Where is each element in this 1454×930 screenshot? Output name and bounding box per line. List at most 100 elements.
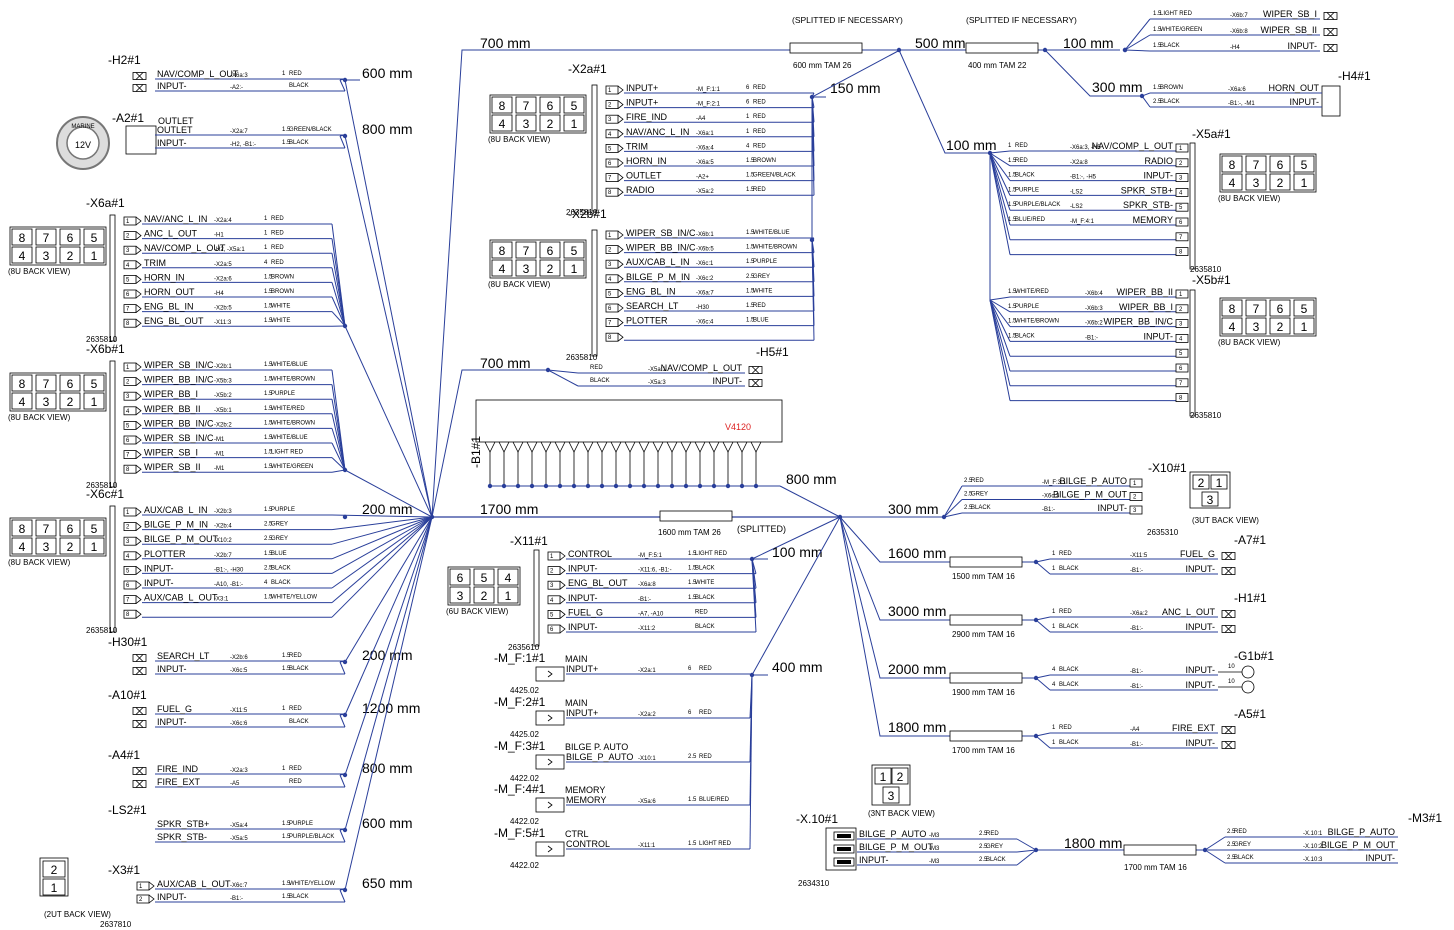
destination: -X2a:6 — [214, 276, 232, 282]
wire-color: WHITE/GREEN — [271, 464, 313, 470]
destination: -B1:-, -H30 — [214, 567, 244, 573]
sleeve-label: 1700 mm TAM 16 — [952, 746, 1015, 755]
module-body — [475, 399, 783, 443]
signal-name: AUX/CAB_L_OUT — [144, 593, 218, 603]
connector-id: -X10#1 — [1148, 461, 1187, 475]
destination: -X2b:4 — [214, 524, 232, 530]
destination: -X2a:3 — [230, 768, 248, 774]
wire-color: RED — [753, 85, 766, 91]
grid-cell — [11, 228, 33, 246]
device-id: -M3#1 — [1408, 811, 1442, 825]
pin-number: 5 — [608, 291, 612, 297]
wire-color: RED — [1015, 143, 1028, 149]
pin-arrow — [135, 245, 142, 255]
pin-cell — [123, 318, 137, 328]
grid-number: 3 — [1253, 176, 1260, 190]
part-number: 4422.02 — [510, 861, 539, 870]
destination: -X2b:5 — [214, 306, 232, 312]
signal-name: FIRE_IND — [626, 112, 668, 122]
pin-number: 3 — [1179, 176, 1183, 182]
destination: -A10, -B1:- — [214, 582, 243, 588]
fuse-arrow — [547, 714, 553, 722]
signal-name: BILGE_P_M_OUT — [1053, 490, 1128, 500]
grid-cell — [11, 537, 33, 555]
fuse-arrow — [547, 801, 553, 809]
gauge: 1.5 — [282, 834, 291, 840]
wire — [344, 135, 433, 518]
fan-wire — [331, 516, 433, 574]
grid-number: 3 — [457, 589, 464, 603]
grid-number: 6 — [457, 571, 464, 585]
gauge: 1.5 — [282, 127, 291, 133]
destination: -X2a:7 — [230, 129, 248, 135]
grid-cell — [515, 259, 537, 277]
pin-number: 5 — [550, 612, 554, 618]
pin-number: 5 — [126, 277, 130, 283]
pin-cell — [123, 420, 137, 430]
pin-arrow — [135, 609, 142, 619]
grid-number: 1 — [880, 770, 887, 784]
pin-cell — [605, 158, 619, 168]
connector-id: -X2a#1 — [568, 62, 607, 76]
pin-arrow — [617, 100, 624, 109]
pin-number: 2 — [550, 569, 554, 575]
gauge: 1.5 — [746, 288, 755, 294]
module-id: -B1#1 — [469, 436, 483, 468]
pin-cell — [123, 391, 137, 401]
fan-wire — [331, 296, 346, 327]
signal-name: INPUT- — [859, 855, 889, 865]
grid-cell — [1269, 155, 1291, 173]
M3-rows: BILGE_P_AUTO-X.10:12.5REDBILGE_P_M_OUT-X… — [1204, 827, 1398, 864]
pin-cell — [123, 377, 137, 387]
splice-dot — [342, 514, 348, 520]
pin-arrow — [617, 245, 624, 254]
grid-number: 4 — [499, 117, 506, 131]
grid-cell — [42, 878, 66, 896]
signal-name: BILGE_P_M_OUT — [859, 842, 934, 852]
signal-name: WIPER_SB_IN/C — [144, 360, 214, 370]
destination: -X.10:2 — [1303, 844, 1323, 850]
wire-color: BLUE/RED — [699, 797, 730, 803]
signal-name: ANC_L_OUT — [1162, 607, 1216, 617]
destination: -X11:1 — [638, 843, 656, 849]
gauge: 4 — [1052, 667, 1056, 673]
signal-name: INPUT- — [1289, 97, 1319, 107]
grid-number: 6 — [67, 231, 74, 245]
pin-cell — [123, 216, 137, 226]
gauge: 1 — [282, 706, 286, 712]
pin-number: 5 — [608, 146, 612, 152]
fuse-body — [535, 754, 565, 770]
gauge: 2.5 — [264, 522, 273, 528]
wire-color: WHITE — [695, 580, 714, 586]
destination: -B1:- — [1085, 335, 1098, 341]
destination: -X2a:5 — [214, 262, 232, 268]
pin-number: 2 — [1179, 307, 1183, 313]
grid-cell — [497, 586, 519, 604]
grid-cell — [539, 114, 561, 132]
destination: -X6c:4 — [696, 320, 714, 326]
fan-wire — [943, 512, 963, 518]
back-view-label: (6U BACK VIEW) — [446, 607, 509, 616]
destination: -M_F:1:1 — [696, 87, 721, 93]
grid-cell — [83, 228, 105, 246]
grid-cell — [59, 246, 81, 264]
signal-name: ENG_BL_IN — [626, 286, 676, 296]
signal-name: SPKR_STB- — [1123, 200, 1173, 210]
fan-wire — [989, 152, 1011, 255]
wire-color: GREEN/BLACK — [753, 173, 796, 179]
grid-number: 2 — [897, 770, 904, 784]
gauge: 1.5 — [264, 507, 273, 513]
wire-color: PURPLE — [1015, 304, 1039, 310]
signal-name: WIPER_SB_I — [144, 448, 198, 458]
plug-mark — [751, 379, 760, 387]
destination: -M1 — [214, 466, 225, 472]
gauge: 4 — [264, 260, 268, 266]
grid-number: 6 — [67, 377, 74, 391]
split-note: (SPLITTED IF NECESSARY) — [966, 15, 1077, 25]
device-id: -H30#1 — [108, 635, 148, 649]
